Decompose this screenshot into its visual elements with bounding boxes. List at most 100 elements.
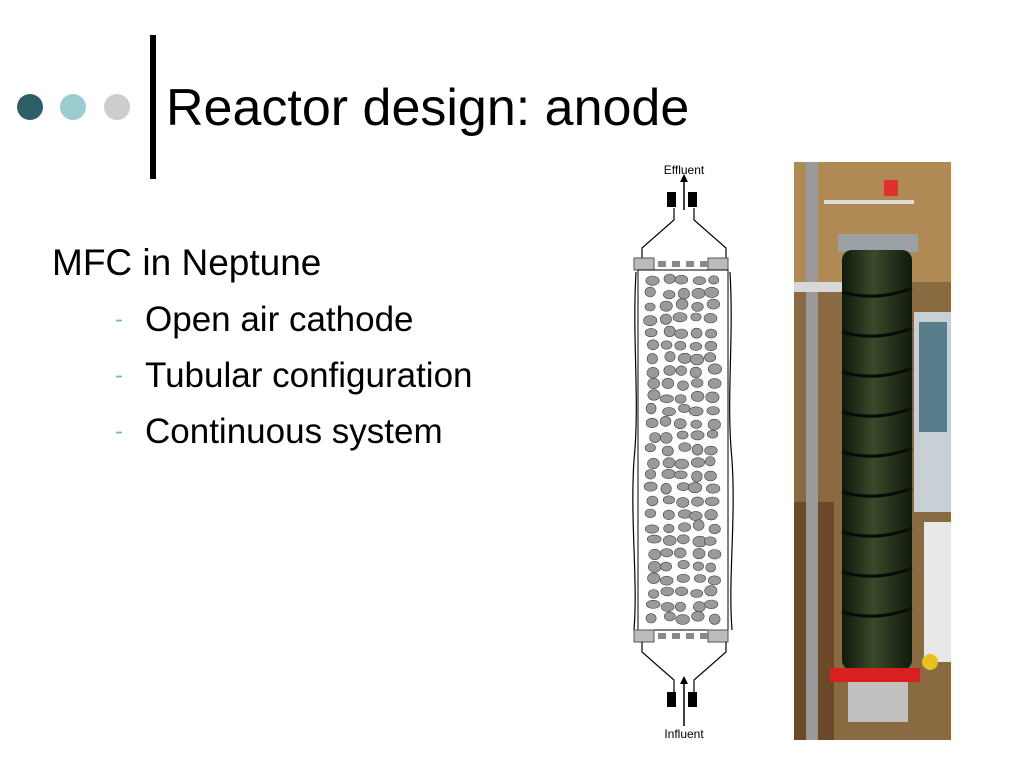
- granule: [705, 328, 717, 339]
- photo-reactor-tube: [842, 250, 912, 670]
- granule: [691, 287, 706, 299]
- bullet-item: -Open air cathode: [52, 292, 473, 348]
- title-divider: [150, 35, 156, 179]
- granule: [648, 589, 660, 599]
- bottom-funnel: [641, 642, 727, 692]
- granule: [644, 524, 660, 534]
- granule: [661, 468, 676, 479]
- granule: [662, 535, 677, 546]
- top-cap-left: [633, 257, 655, 271]
- top-fitting-right: [688, 192, 697, 207]
- granule: [704, 599, 719, 609]
- granule: [703, 536, 717, 546]
- granule: [662, 407, 676, 417]
- granule: [678, 403, 691, 413]
- granule: [672, 312, 688, 323]
- granule: [678, 522, 691, 532]
- bottom-fitting-left: [667, 692, 676, 707]
- granule: [673, 470, 688, 480]
- granule: [691, 496, 704, 507]
- granule: [661, 445, 674, 457]
- granule: [660, 340, 673, 350]
- granule: [690, 457, 706, 468]
- granule: [646, 367, 660, 379]
- granule: [663, 325, 676, 337]
- granule: [675, 601, 686, 612]
- granule: [645, 402, 657, 415]
- bullet-item: -Tubular configuration: [52, 348, 473, 404]
- granule: [678, 287, 690, 300]
- granule: [688, 511, 703, 521]
- granule: [660, 561, 672, 572]
- granule: [706, 429, 719, 439]
- granule: [673, 418, 687, 430]
- granule: [662, 495, 675, 505]
- granule: [644, 286, 656, 298]
- granule: [691, 378, 704, 388]
- granule: [646, 599, 661, 609]
- granule: [647, 389, 661, 401]
- granule: [647, 572, 661, 584]
- influent-label: Influent: [664, 727, 704, 741]
- granule: [705, 391, 720, 404]
- granule: [663, 273, 676, 284]
- granule: [690, 589, 703, 598]
- effluent-arrowhead-icon: [680, 174, 688, 182]
- granule: [692, 548, 706, 560]
- granule: [674, 340, 687, 351]
- granule: [660, 483, 672, 495]
- granule: [661, 377, 675, 389]
- photo-bottom-fitting: [830, 668, 920, 682]
- bottom-mesh: [658, 633, 708, 639]
- bullet-text: Tubular configuration: [145, 356, 473, 395]
- granule: [691, 470, 703, 483]
- granule: [660, 602, 675, 612]
- granule: [674, 394, 687, 404]
- granule: [690, 312, 702, 322]
- granule: [660, 548, 674, 558]
- bullet-dash-icon: -: [115, 418, 123, 445]
- granule: [643, 481, 658, 492]
- granule: [690, 430, 705, 441]
- body-heading: MFC in Neptune: [52, 242, 322, 283]
- top-cap-right: [707, 257, 729, 271]
- granule: [708, 613, 721, 625]
- slide-body: MFC in Neptune -Open air cathode -Tubula…: [52, 240, 473, 460]
- granule: [691, 302, 704, 312]
- granule: [674, 586, 689, 596]
- granule: [705, 483, 721, 494]
- bullet-dash-icon: -: [115, 306, 123, 333]
- granule: [707, 575, 721, 586]
- granule: [676, 482, 690, 492]
- photo-top-cap: [838, 234, 918, 252]
- granule: [647, 561, 662, 573]
- granule: [707, 549, 722, 560]
- granule: [647, 378, 661, 390]
- granule: [644, 469, 656, 480]
- granule: [659, 394, 674, 404]
- granule: [675, 614, 690, 625]
- granule: [704, 340, 718, 352]
- photo-monitor: [919, 322, 947, 432]
- granule: [708, 275, 720, 285]
- granule: [648, 548, 662, 560]
- effluent-label: Effluent: [664, 163, 705, 177]
- granule: [645, 275, 660, 286]
- granule: [674, 328, 688, 339]
- granule: [644, 508, 657, 518]
- top-funnel: [641, 208, 727, 258]
- granule: [692, 519, 705, 531]
- granule: [676, 497, 690, 508]
- granule: [690, 353, 704, 366]
- granule: [664, 351, 676, 362]
- top-fitting-left: [667, 192, 676, 207]
- granule: [646, 534, 662, 544]
- granule: [692, 561, 704, 571]
- granule: [659, 415, 672, 427]
- granule: [663, 290, 676, 300]
- granule: [692, 276, 706, 285]
- reactor-diagram: Effluent Influent: [632, 163, 734, 741]
- photo-stand-pole: [806, 162, 818, 740]
- granule: [704, 585, 718, 597]
- bullet-list: -Open air cathode -Tubular configuration…: [52, 292, 473, 460]
